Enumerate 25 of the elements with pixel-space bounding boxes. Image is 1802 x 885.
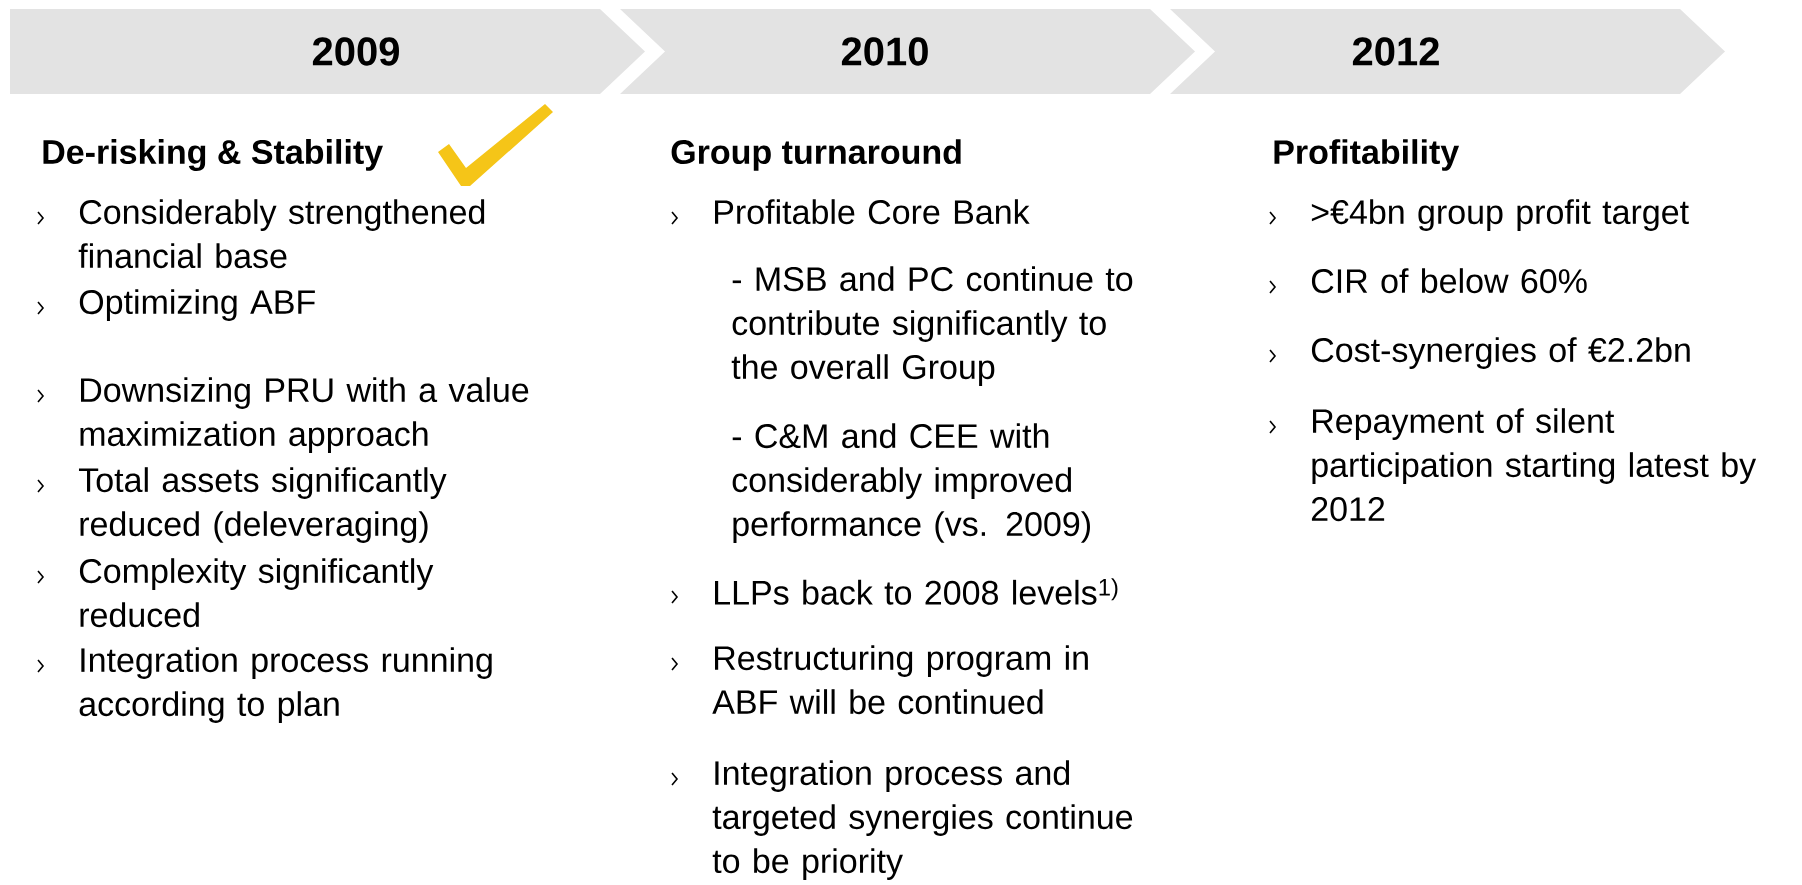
node-label: 2009	[312, 37, 399, 66]
bullet-text: Restructuring program in ABF will be continued	[712, 645, 1088, 715]
column-heading: De-risking & Stability	[43, 139, 383, 171]
sub-item-text: - MSB and PC continue to contribute significantly to the overall Group	[731, 266, 1133, 386]
node-label: 2010	[841, 37, 928, 66]
bullet-text: Repayment of silent participation starting latest by 2012	[1311, 408, 1757, 522]
bullet-text: Complexity significantly reduced	[79, 558, 434, 628]
bullet-text: Profitable Core Bank	[715, 199, 1030, 225]
bullet-text: >€4bn group profit target	[1311, 199, 1689, 231]
year-banner: 2009	[10, 9, 645, 94]
bullet-text: LLPs back to 2008 levels$^{1)}$	[715, 578, 1118, 605]
bullet-text: Total assets significantly reduced (deleveraging)	[79, 467, 447, 543]
year-banner: 2010	[620, 9, 1195, 94]
sub-item-text: - C&M and CEE with considerably improved performance (vs. 2009)	[732, 423, 1090, 543]
bullet-text: Integration process and targeted synergies continue to be priority	[712, 760, 1133, 880]
bullet-text: CIR of below 60%	[1311, 268, 1587, 294]
bullet-text: Downsizing PRU with a value maximization approach	[80, 377, 529, 453]
bullet-text: Considerably strengthened financial base	[78, 199, 485, 269]
column-heading: Profitability	[1274, 139, 1460, 171]
column-heading: Group turnaround	[671, 139, 961, 171]
bullet-text: Cost-synergies of €2.2bn	[1311, 337, 1690, 369]
bullet-text: Integration process running according to plan	[79, 647, 492, 723]
bullet-text: Optimizing ABF	[79, 289, 315, 321]
year-banner: 2012	[1170, 9, 1725, 94]
node-label: 2012	[1352, 37, 1439, 66]
